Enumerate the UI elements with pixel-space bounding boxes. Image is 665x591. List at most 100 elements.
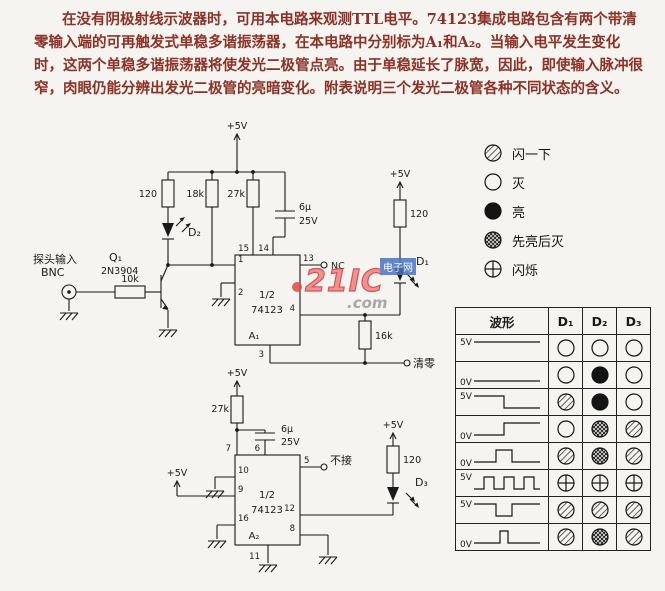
intro-paragraph: 在没有阴极射线示波器时，可用本电路来观测TTL电平。74123集成电路包含有两个… [34, 8, 643, 100]
supply-label: +5V [390, 169, 411, 180]
light-arrow-icon [175, 216, 186, 227]
ic-half-label: 1/2 [259, 490, 275, 501]
legend-item: 闪一下 [483, 142, 564, 164]
pin8-ground-wire [300, 534, 329, 555]
waveform-icon: 5V [460, 338, 540, 348]
pin-label: 4 [290, 304, 295, 314]
waveform-icon: 5V [460, 500, 540, 517]
led-state-blink-icon [484, 260, 502, 278]
led-state-cell [616, 442, 651, 470]
capacitor-voltage: 25V [299, 216, 318, 227]
led-state-blink-icon [556, 474, 575, 492]
pin-label: 2 [238, 288, 243, 298]
led-state-cell [582, 415, 617, 443]
legend-label: 亮 [512, 205, 526, 221]
legend-label: 灭 [512, 176, 526, 192]
ground-icon [318, 556, 338, 565]
ground-icon [59, 312, 79, 321]
open-terminal [320, 463, 328, 471]
led-state-blink-icon [624, 474, 643, 492]
resistor-16k [358, 315, 372, 363]
waveform-level-label: 5V [460, 473, 473, 483]
led-state-onoff-icon [590, 420, 609, 438]
led-d2 [162, 216, 192, 265]
clear-label: 清零 [413, 357, 435, 370]
table-row: 0V [455, 442, 651, 470]
capacitor-voltage: 25V [281, 437, 300, 448]
led-state-cell [548, 523, 583, 551]
led-ref: D₁ [416, 255, 429, 268]
led-state-flash-icon [484, 144, 502, 162]
clear-wire [269, 345, 404, 364]
resistor-value: 16k [375, 331, 393, 342]
pin10-ground-wire [214, 476, 235, 489]
pin2-ground-wire [220, 282, 235, 297]
ground-icon [205, 490, 225, 499]
led-state-cell [548, 442, 583, 470]
ground-icon [207, 540, 227, 549]
led-state-off-icon [556, 339, 575, 357]
circuit-diagram: +5V +5V +5V +5V +5V 120 [33, 121, 435, 573]
capacitor-value: 6μ [281, 424, 293, 435]
probe-label: 探头输入 [33, 252, 77, 266]
led-state-on-icon [590, 393, 609, 411]
pin-label: 6 [255, 444, 260, 454]
waveform-level-label: 0V [460, 378, 473, 387]
pin-label: 16 [238, 514, 249, 524]
led-state-cell [616, 469, 651, 497]
led-state-cell [616, 496, 651, 524]
led-state-off-icon [484, 173, 502, 191]
led-state-off-icon [556, 366, 575, 384]
power-terminal-d1 [396, 180, 404, 200]
led-state-cell [582, 388, 617, 416]
waveform-icon: 0V [460, 378, 540, 387]
waveform-level-label: 0V [460, 459, 473, 468]
resistor-27k-bottom [230, 395, 244, 455]
led-state-legend: 闪一下灭亮先亮后灭闪烁 [483, 142, 564, 280]
led-ref: D₃ [415, 476, 428, 489]
pin-label: 9 [238, 485, 243, 495]
paragraph-line: 零输入端的可再触发式单稳多谐振荡器，在本电路中分别标为A₁和A₂。当输入电平发生… [34, 34, 621, 51]
led-state-cell [582, 442, 617, 470]
led-state-cell [616, 415, 651, 443]
waveform-cell: 5V [455, 334, 549, 362]
supply-label: +5V [167, 468, 188, 479]
table-row: 5V [455, 469, 651, 497]
legend-item: 亮 [483, 200, 564, 222]
power-terminal-a2 [233, 379, 241, 396]
table-header: 波形 [455, 307, 549, 335]
led-state-off-icon [556, 420, 575, 438]
pin-label: 7 [226, 444, 231, 454]
led-state-cell [616, 361, 651, 389]
capacitor-a1 [272, 172, 295, 255]
legend-label: 闪一下 [512, 147, 552, 163]
ground-icon [258, 564, 278, 573]
led-state-cell [548, 361, 583, 389]
power-terminal-top [233, 132, 241, 172]
ground-icon [158, 329, 178, 338]
pin-label: 14 [258, 244, 269, 254]
resistor-27k-top [246, 172, 260, 255]
paragraph-line: 窄，肉眼仍能分辨出发光二极管的亮暗变化。附表说明三个发光二极管各种不同状态的含义… [34, 80, 629, 97]
led-state-off-icon [590, 339, 609, 357]
resistor-value: 120 [403, 455, 421, 466]
led-state-flash-icon [624, 501, 643, 519]
open-label: 不接 [330, 454, 352, 467]
led-state-blink-icon [590, 474, 609, 492]
table-row: 0V [455, 523, 651, 551]
pin-label: 11 [249, 552, 260, 562]
pin-label: 8 [290, 524, 295, 534]
led-state-onoff-icon [590, 528, 609, 546]
transistor-ref: Q₁ [109, 251, 122, 264]
ic-part-label: 74123 [251, 305, 283, 316]
waveform-cell: 0V [455, 415, 549, 443]
watermark-badge: 电子网 [380, 258, 416, 275]
emitter-arrow-icon [162, 304, 168, 310]
led-state-cell [548, 334, 583, 362]
ic-part-label: 74123 [251, 505, 283, 516]
waveform-icon: 0V [460, 449, 540, 468]
waveform-level-label: 0V [460, 432, 473, 441]
led-state-cell [582, 469, 617, 497]
ic-a1 [234, 254, 301, 346]
